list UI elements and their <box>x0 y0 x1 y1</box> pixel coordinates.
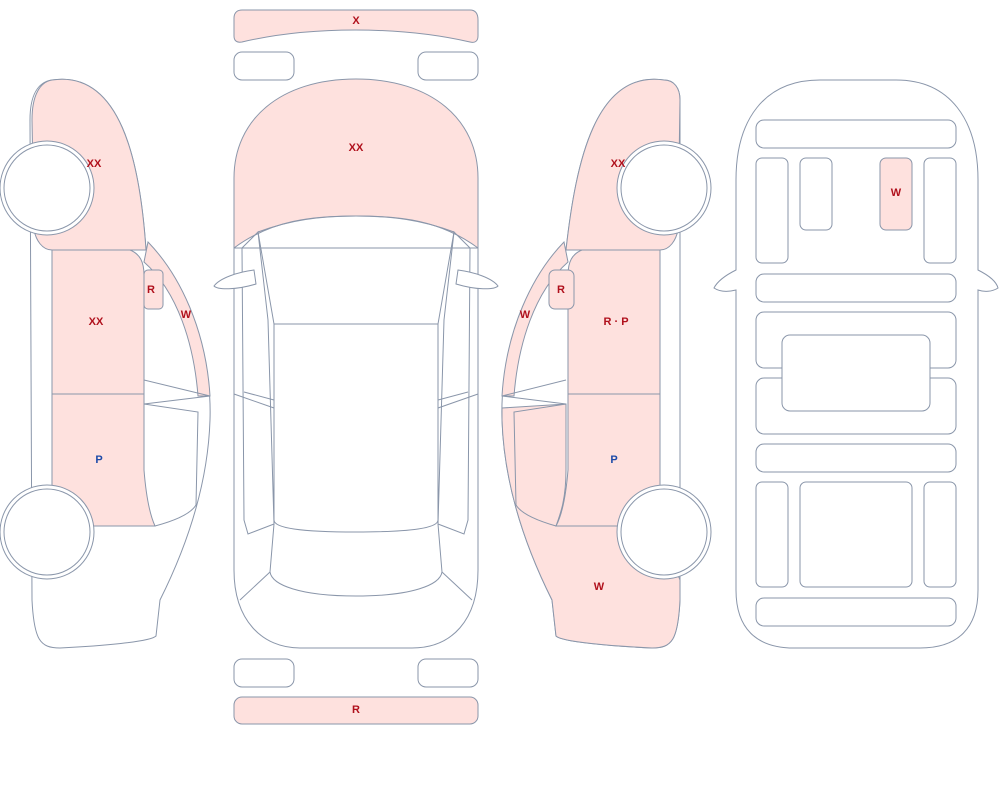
underbody-crossmember-1 <box>755 273 957 303</box>
windshield-outline <box>257 215 455 325</box>
rear-left-marker <box>233 658 295 688</box>
underbody-view: W <box>713 79 999 649</box>
left-rear-door-code: P <box>95 454 102 466</box>
right-mirror-code: R <box>557 284 565 296</box>
rear-right-corner-line <box>441 571 473 601</box>
rear-right-marker <box>417 658 479 688</box>
right-pillar-panel[interactable] <box>501 240 569 397</box>
left-rear-window-outline <box>143 403 199 527</box>
underbody-marked-panel[interactable] <box>879 157 913 231</box>
underbody-inner-box <box>799 157 833 231</box>
right-rear-quarter-code: W <box>594 581 605 593</box>
rear-bumper-panel[interactable] <box>233 696 479 725</box>
front-right-marker <box>417 51 479 81</box>
front-left-marker <box>233 51 295 81</box>
underbody-front-bar <box>755 119 957 149</box>
front-bumper-code: X <box>352 15 360 27</box>
right-front-door-code: R · P <box>603 316 628 328</box>
top-right-mirror[interactable] <box>455 269 499 290</box>
top-right-door-strut <box>437 391 479 409</box>
front-bumper-panel[interactable] <box>233 9 479 43</box>
right-side-glass-outline <box>437 230 471 535</box>
left-rear-wheel <box>3 488 91 576</box>
roof-and-rear-glass <box>273 324 439 533</box>
underbody-right-rail-rear <box>923 481 957 588</box>
left-front-wheel <box>3 144 91 232</box>
underbody-crossmember-2 <box>755 443 957 473</box>
left-pillar-code: W <box>181 309 192 321</box>
underbody-rear-bar <box>755 597 957 627</box>
left-rear-door-panel[interactable] <box>51 393 156 527</box>
hood-code: XX <box>349 142 364 154</box>
right-side-view: XX R · P R W P W <box>501 78 712 649</box>
top-left-door-strut <box>233 391 275 409</box>
left-mirror-code: R <box>147 284 155 296</box>
rear-left-corner-line <box>239 571 271 601</box>
top-left-mirror[interactable] <box>213 269 257 290</box>
right-mirror-panel[interactable] <box>548 269 575 310</box>
left-window-strut <box>143 379 211 405</box>
left-side-view: XX XX R W P <box>0 78 211 649</box>
underbody-tank <box>799 481 913 588</box>
underbody-panel-code: W <box>891 187 902 199</box>
right-rear-wheel <box>620 488 708 576</box>
left-side-glass-outline <box>241 230 275 535</box>
right-window-strut <box>501 379 567 405</box>
left-front-door-code: XX <box>89 316 104 328</box>
underbody-left-rail-front <box>755 157 789 264</box>
car-top-body[interactable] <box>233 247 479 649</box>
right-rear-window-outline <box>513 403 567 527</box>
top-view: X XX R <box>213 9 499 725</box>
right-front-fender-code: XX <box>611 158 626 170</box>
rear-bumper-code: R <box>352 704 360 716</box>
underbody-right-rail-front <box>923 157 957 264</box>
rear-window-outline <box>269 523 443 597</box>
hood-panel[interactable] <box>233 78 479 249</box>
underbody-left-rail-rear <box>755 481 789 588</box>
underbody-tunnel <box>781 334 931 412</box>
right-rear-door-code: P <box>610 454 617 466</box>
left-front-door-panel[interactable] <box>51 249 145 395</box>
left-front-fender-code: XX <box>87 158 102 170</box>
right-front-wheel <box>620 144 708 232</box>
left-pillar-panel[interactable] <box>143 240 211 397</box>
right-pillar-code: W <box>520 309 531 321</box>
left-mirror-panel[interactable] <box>143 269 164 310</box>
